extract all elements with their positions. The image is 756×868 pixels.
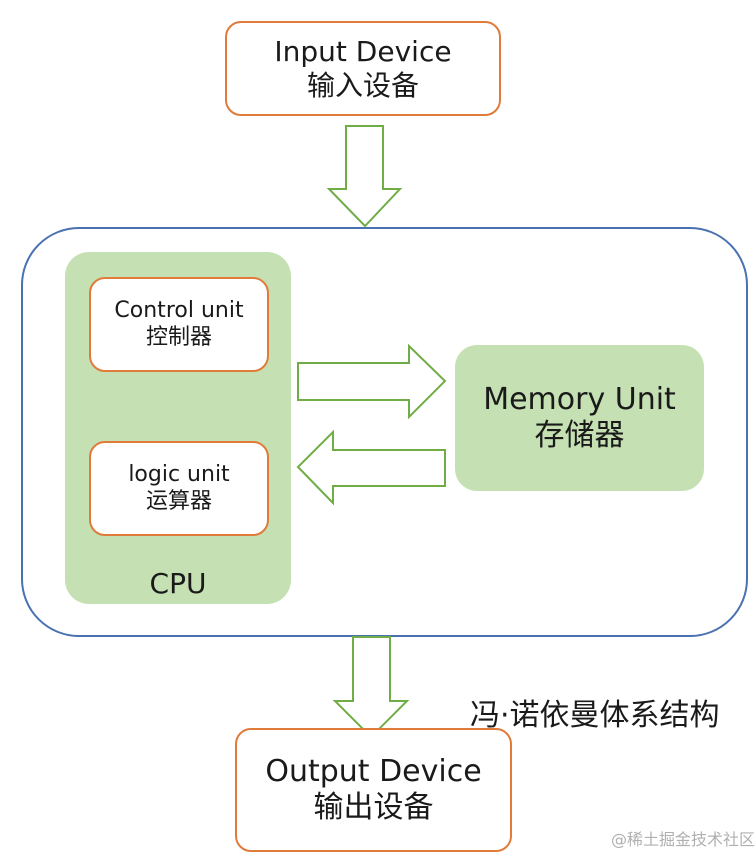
output-device-box: Output Device 输出设备 bbox=[235, 728, 512, 852]
arrow-down-output-icon bbox=[332, 636, 410, 739]
control-unit-label-zh: 控制器 bbox=[145, 324, 212, 350]
output-device-label-zh: 输出设备 bbox=[313, 790, 434, 825]
input-device-label-zh: 输入设备 bbox=[306, 68, 419, 102]
control-unit-box: Control unit 控制器 bbox=[89, 277, 269, 372]
arrow-right-cpu-to-memory-icon bbox=[297, 343, 447, 420]
memory-unit-label: Memory Unit bbox=[483, 382, 676, 417]
watermark: @稀土掘金技术社区 bbox=[610, 830, 755, 849]
arrow-left-memory-to-cpu-icon bbox=[296, 429, 446, 506]
memory-unit-box: Memory Unit 存储器 bbox=[455, 345, 704, 491]
logic-unit-label-zh: 运算器 bbox=[145, 488, 212, 514]
input-device-label: Input Device bbox=[274, 34, 452, 68]
arrow-down-input-icon bbox=[326, 125, 403, 228]
logic-unit-box: logic unit 运算器 bbox=[89, 441, 269, 536]
control-unit-label: Control unit bbox=[114, 298, 244, 324]
cpu-label: CPU bbox=[149, 567, 207, 600]
input-device-box: Input Device 输入设备 bbox=[225, 21, 501, 116]
diagram-caption: 冯·诺依曼体系结构 bbox=[470, 698, 720, 733]
logic-unit-label: logic unit bbox=[128, 462, 230, 488]
output-device-label: Output Device bbox=[265, 754, 482, 789]
memory-unit-label-zh: 存储器 bbox=[534, 418, 625, 453]
